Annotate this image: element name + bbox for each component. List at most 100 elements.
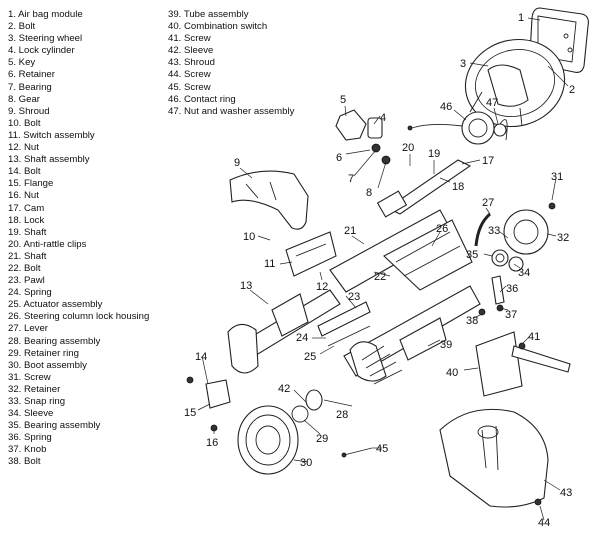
callout-39: 39 <box>440 339 452 351</box>
upper-shaft-part <box>376 159 472 218</box>
legend-item-40: 40. Combination switch <box>168 21 268 33</box>
legend-item-35: 35. Bearing assembly <box>8 420 101 432</box>
callout-6: 6 <box>336 152 342 164</box>
legend-item-18: 18. Lock <box>8 214 45 226</box>
legend-item-3: 3. Steering wheel <box>8 33 83 45</box>
legend-item-9: 9. Shroud <box>8 105 50 117</box>
callout-35: 35 <box>466 249 478 261</box>
callout-32: 32 <box>557 232 569 244</box>
legend-item-46: 46. Contact ring <box>168 93 236 105</box>
legend-item-37: 37. Knob <box>8 444 47 456</box>
legend-item-6: 6. Retainer <box>8 69 55 81</box>
callout-2: 2 <box>569 84 575 96</box>
callout-45: 45 <box>376 443 388 455</box>
tube-assembly-part <box>343 285 481 385</box>
callout-37: 37 <box>505 309 517 321</box>
callout-17: 17 <box>482 155 494 167</box>
callout-12: 12 <box>316 281 328 293</box>
legend-item-45: 45. Screw <box>168 81 211 93</box>
legend-item-31: 31. Screw <box>8 371 51 383</box>
legend-item-12: 12. Nut <box>8 142 39 154</box>
callout-5: 5 <box>340 94 346 106</box>
legend-item-17: 17. Cam <box>8 202 45 214</box>
legend-item-41: 41. Screw <box>168 33 211 45</box>
callout-29: 29 <box>316 433 328 445</box>
legend-item-26: 26. Steering column lock housing <box>8 311 150 323</box>
lever-part <box>474 212 492 247</box>
legend-item-13: 13. Shaft assembly <box>8 154 90 166</box>
screw-45-part <box>341 447 373 458</box>
callout-40: 40 <box>446 367 458 379</box>
upper-shroud-part <box>229 170 309 230</box>
legend-item-42: 42. Sleeve <box>168 45 214 57</box>
legend-item-20: 20. Anti-rattle clips <box>8 238 87 250</box>
legend-item-22: 22. Bolt <box>8 262 41 274</box>
lower-bearing-part <box>291 389 323 423</box>
callout-30: 30 <box>300 457 312 469</box>
legend-item-39: 39. Tube assembly <box>168 9 249 20</box>
legend-item-10: 10. Bolt <box>8 117 41 129</box>
callout-36: 36 <box>506 283 518 295</box>
actuator-part <box>317 301 371 347</box>
legend-item-24: 24. Spring <box>8 287 52 299</box>
legend-item-43: 43. Shroud <box>168 57 215 69</box>
lock-housing-part <box>329 209 473 293</box>
legend-item-14: 14. Bolt <box>8 166 41 178</box>
callout-18: 18 <box>452 181 464 193</box>
callout-42: 42 <box>278 383 290 395</box>
legend-item-4: 4. Lock cylinder <box>8 45 75 57</box>
callout-33: 33 <box>488 225 500 237</box>
knob-spring-part <box>478 275 505 316</box>
legend-item-34: 34. Sleeve <box>8 408 54 420</box>
callout-3: 3 <box>460 58 466 70</box>
legend-item-21: 21. Shaft <box>8 250 47 262</box>
callout-14: 14 <box>195 351 207 363</box>
callout-23: 23 <box>348 291 360 303</box>
legend-item-27: 27. Lever <box>8 323 49 335</box>
callout-13: 13 <box>240 280 252 292</box>
nut-washer-part <box>493 119 508 141</box>
boot-assembly-part <box>237 405 299 475</box>
legend-item-16: 16. Nut <box>8 190 39 202</box>
legend-item-33: 33. Snap ring <box>8 396 66 407</box>
callout-25: 25 <box>304 351 316 363</box>
legend-item-11: 11. Switch assembly <box>8 129 95 141</box>
callout-22: 22 <box>374 271 386 283</box>
legend-item-44: 44. Screw <box>168 69 211 81</box>
legend-item-8: 8. Gear <box>8 93 40 105</box>
legend-item-19: 19. Shaft <box>8 226 47 238</box>
legend-item-15: 15. Flange <box>8 178 54 190</box>
legend-item-38: 38. Bolt <box>8 456 41 468</box>
callout-labels: 1 2 3 4 5 6 7 8 9 10 11 12 13 14 15 16 1… <box>184 12 575 529</box>
callout-27: 27 <box>482 197 494 209</box>
legend-item-7: 7. Bearing <box>8 81 52 93</box>
callout-44: 44 <box>538 517 550 529</box>
combination-switch-part <box>475 331 571 397</box>
callout-7: 7 <box>348 173 354 185</box>
steering-wheel-part <box>464 38 566 128</box>
callout-34: 34 <box>518 267 530 279</box>
callout-47: 47 <box>486 97 498 109</box>
legend-item-32: 32. Retainer <box>8 383 61 395</box>
legend-item-5: 5. Key <box>8 57 36 69</box>
legend-item-30: 30. Boot assembly <box>8 359 87 371</box>
legend-item-29: 29. Retainer ring <box>8 347 79 359</box>
callout-38: 38 <box>466 315 478 327</box>
callout-31: 31 <box>551 171 563 183</box>
lock-cylinder-part <box>335 109 391 165</box>
callout-10: 10 <box>243 231 255 243</box>
callout-8: 8 <box>366 187 372 199</box>
callout-20: 20 <box>402 142 414 154</box>
callout-4: 4 <box>380 112 386 124</box>
lower-shroud-part <box>439 408 549 508</box>
callout-19: 19 <box>428 148 440 160</box>
legend-item-36: 36. Spring <box>8 432 52 444</box>
callout-43: 43 <box>560 487 572 499</box>
legend-item-25: 25. Actuator assembly <box>8 299 103 311</box>
callout-28: 28 <box>336 409 348 421</box>
callout-24: 24 <box>296 332 308 344</box>
callout-16: 16 <box>206 437 218 449</box>
